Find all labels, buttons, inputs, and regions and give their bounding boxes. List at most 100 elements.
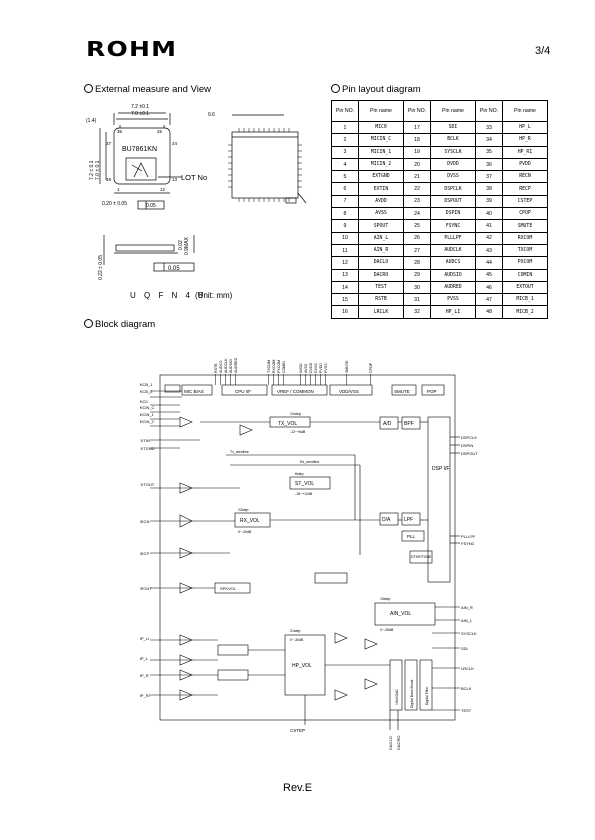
- pin-number-cell: 14: [331, 280, 359, 295]
- pin-name-cell: CSTEP: [502, 194, 548, 209]
- lot-number-label: LOT No: [181, 173, 207, 182]
- pin-name-cell: SYSCLK: [430, 145, 476, 159]
- pin-number-cell: 37: [475, 170, 503, 184]
- pin-25-label: 25: [157, 129, 163, 134]
- label-ain-range: 0~-28dB: [380, 628, 394, 632]
- left-pin-label: HP_L: [140, 656, 149, 661]
- block-da: D/A: [382, 517, 391, 523]
- block-pop: POP: [427, 389, 437, 394]
- pin-name-cell: TXCOM: [502, 243, 548, 258]
- pin-number-cell: 42: [475, 231, 503, 245]
- pin-number-cell: 28: [403, 256, 431, 270]
- right-pin-label: DSPCLK: [461, 435, 477, 440]
- pin-dacro: DACRO: [396, 736, 401, 750]
- right-pin-label: TEST: [461, 708, 472, 713]
- block-dsp: DSP I/F: [432, 466, 449, 472]
- left-pin-label: EXTIN: [140, 438, 150, 443]
- pin-name-cell: AIN_L: [358, 231, 404, 245]
- label-rx-sendline: Rx_sendline: [300, 460, 319, 464]
- pin-number-cell: 23: [403, 194, 431, 209]
- block-ainvol: AIN_VOL: [390, 611, 411, 617]
- pin-number-cell: 16: [331, 305, 359, 319]
- top-pin-label: RSTB: [214, 363, 218, 373]
- block-bass: Digital Bass Boost: [410, 680, 414, 708]
- pin-name-cell: AIN_R: [358, 243, 404, 258]
- pin-name-cell: HP_L: [502, 120, 548, 135]
- page-number: 3/4: [535, 45, 551, 57]
- top-pin-label: AUDCS: [219, 360, 223, 373]
- block-dfilter: Digital Filter: [425, 686, 429, 705]
- pin-name-cell: HP_LI: [430, 305, 476, 319]
- pin-name-cell: CPOP: [502, 207, 548, 221]
- pin-24-label: 24: [172, 141, 178, 146]
- pin-number-cell: 46: [475, 280, 503, 295]
- top-pin-label: AVDD: [299, 363, 303, 373]
- left-pin-label: MICB_2: [140, 389, 153, 394]
- pin-name-cell: AUDSIO: [430, 268, 476, 282]
- pin-name-cell: MIC0: [358, 120, 404, 135]
- block-stvol: ST_VOL: [295, 481, 314, 487]
- pin-name-cell: MICB_2: [502, 305, 548, 319]
- pin-name-cell: AUDRED: [430, 280, 476, 295]
- block-pll: PLL: [407, 534, 416, 539]
- pin-36-label: 36: [117, 129, 123, 134]
- pin-number-cell: 19: [403, 145, 431, 159]
- pin-number-cell: 9: [331, 219, 359, 233]
- dim-width-2: 7.0 ±0.1: [131, 111, 149, 117]
- dim-side-2: 0.9MAX: [184, 237, 190, 255]
- pin-name-cell: EXTOUT: [502, 280, 548, 295]
- pin-number-cell: 15: [331, 293, 359, 307]
- pin-37-label: 37: [106, 141, 112, 146]
- dim-pitch: 0.20 ± 0.05: [102, 201, 127, 207]
- pin-1-label: 1: [117, 187, 120, 192]
- left-pin-label: MICIN_2: [140, 419, 155, 424]
- pin-number-cell: 18: [403, 133, 431, 147]
- pin-name-cell: SMUTE: [502, 219, 548, 233]
- label-tx-range: -12~+6dB: [290, 430, 306, 434]
- pin-number-cell: 27: [403, 243, 431, 258]
- pin-number-cell: 1: [331, 120, 359, 135]
- right-pin-label: BCLK: [461, 686, 472, 691]
- left-pin-label: MICIN_1: [140, 412, 155, 417]
- block-bpf: BPF: [404, 421, 414, 427]
- pin-number-cell: 24: [403, 207, 431, 221]
- section-pinlayout: Pin layout diagram: [331, 84, 421, 95]
- pin-number-cell: 31: [403, 293, 431, 307]
- left-pin-label: HP_RI: [140, 693, 150, 698]
- pin-name-cell: DVDD: [430, 157, 476, 172]
- label-hp-step: 21step: [290, 629, 301, 633]
- dim-offset: (1.4): [86, 118, 97, 124]
- left-pin-label: EXTOUT: [140, 482, 155, 487]
- pin-number-cell: 8: [331, 207, 359, 221]
- top-pin-label: PXCOM: [277, 360, 281, 373]
- block-spkvol: SPKVOL: [220, 586, 237, 591]
- left-pin-label: SPOUT: [140, 586, 152, 591]
- pin-name-cell: BCLK: [430, 133, 476, 147]
- pin-number-cell: 6: [331, 182, 359, 196]
- pin-name-cell: COMIN: [502, 268, 548, 282]
- pin-name-cell: MICIN_C: [358, 133, 404, 147]
- pin-name-cell: DACLO: [358, 256, 404, 270]
- block-micbias: MIC BIAS: [184, 389, 204, 394]
- pin-number-cell: 22: [403, 182, 431, 196]
- pin-name-cell: PVDD: [502, 157, 548, 172]
- pin-name-cell: DSPOUT: [430, 194, 476, 209]
- left-pin-label: HP_R: [140, 673, 149, 678]
- pin-number-cell: 10: [331, 231, 359, 245]
- pin-number-cell: 34: [475, 133, 503, 147]
- pin-name-cell: RXCOM: [502, 231, 548, 245]
- pin-name-cell: LRCLK: [358, 305, 404, 319]
- block-hpvol: HP_VOL: [292, 663, 312, 669]
- pin-number-cell: 25: [403, 219, 431, 233]
- pin-number-cell: 5: [331, 170, 359, 184]
- pin-number-cell: 39: [475, 194, 503, 209]
- pin-name-cell: DACRO: [358, 268, 404, 282]
- dim-side-1: 0.22 ± 0.05: [98, 255, 104, 280]
